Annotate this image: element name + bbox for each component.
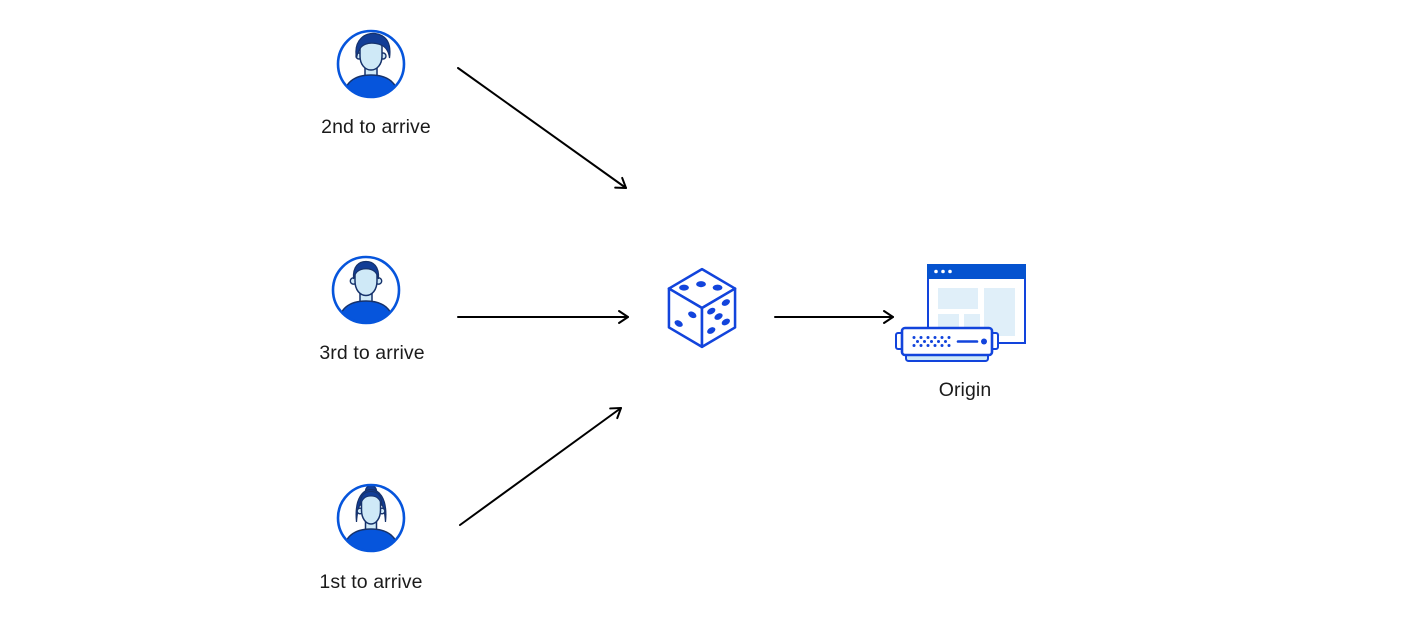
arrow-2nd-to-dice (457, 67, 627, 189)
label-client-1st: 1st to arrive (319, 571, 423, 593)
arrow-1st-to-dice (459, 407, 622, 526)
label-client-2nd: 2nd to arrive (321, 116, 431, 138)
avatar-1st-to-arrive-icon (336, 483, 406, 553)
label-client-3rd: 3rd to arrive (319, 342, 425, 364)
origin-server-icon (895, 264, 1026, 362)
label-origin: Origin (938, 379, 992, 401)
avatar-2nd-to-arrive-icon (336, 29, 406, 99)
dice-icon (667, 267, 737, 349)
avatar-3rd-to-arrive-icon (331, 255, 401, 325)
